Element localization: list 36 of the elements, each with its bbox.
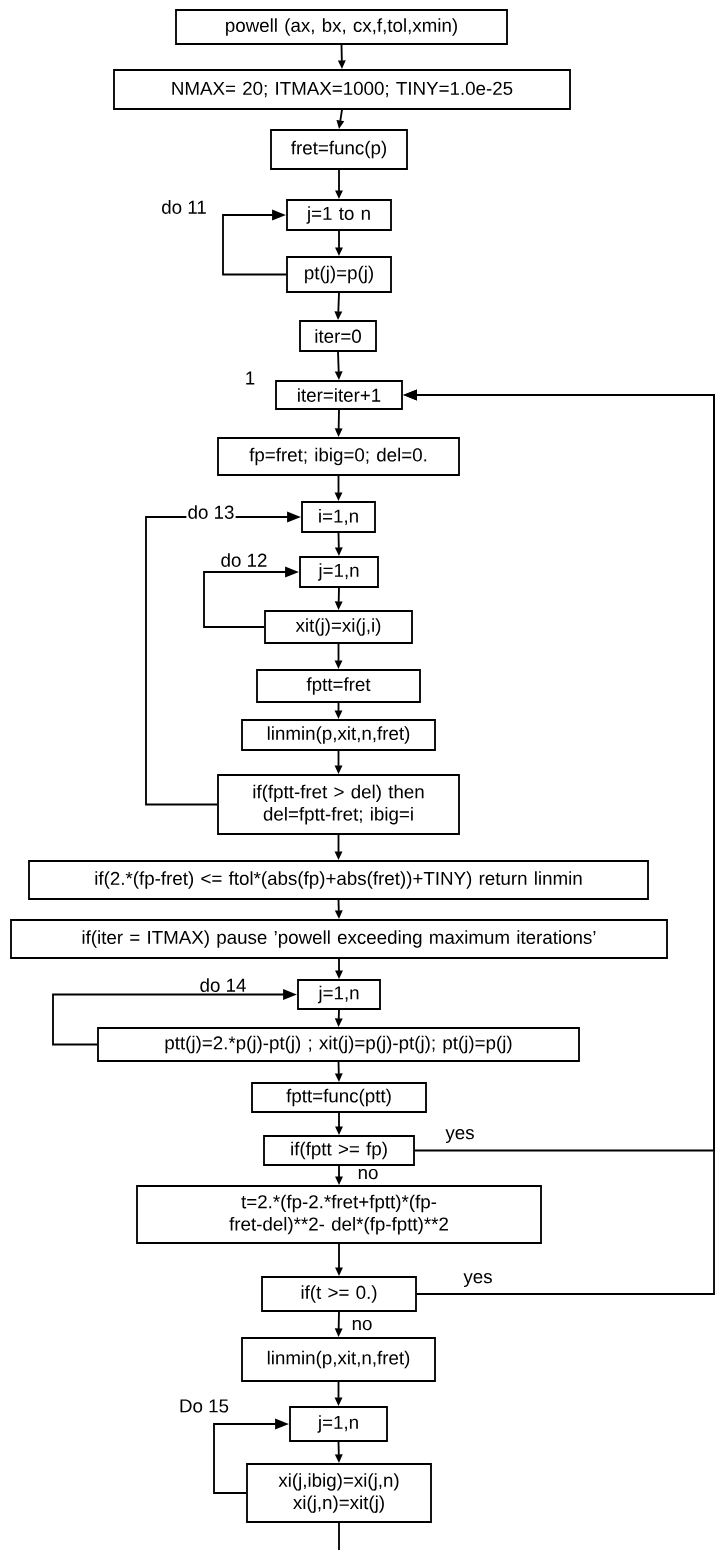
process-box: j=1,n <box>297 979 381 1010</box>
statement-label: 1 <box>246 371 255 385</box>
edge-label: no <box>356 1167 380 1181</box>
process-box: j=1 to n <box>286 199 392 231</box>
edge-label: yes <box>462 1271 494 1289</box>
process-box: t=2.*(fp-2.*fret+fptt)*(fp-fret-del)**2- del*(fp-fptt)**2 <box>136 1185 542 1244</box>
edge-label: yes <box>444 1127 476 1145</box>
process-box: fp=fret; ibig=0; del=0. <box>217 437 460 476</box>
process-box: j=1,n <box>299 556 379 588</box>
process-box: fptt=func(ptt) <box>251 1082 427 1113</box>
edge-label: Do 15 <box>177 1398 231 1414</box>
edge-label: do 13 <box>186 503 236 521</box>
process-box: if(2.*(fp-fret) <= ftol*(abs(fp)+abs(fret))+TINY) return linmin <box>28 860 649 900</box>
process-box: iter=0 <box>299 320 377 352</box>
process-box: i=1,n <box>301 501 376 533</box>
process-box: xit(j)=xi(j,i) <box>264 610 413 644</box>
process-box: fptt=fret <box>256 669 421 703</box>
process-box: xi(j,ibig)=xi(j,n) xi(j,n)=xit(j) <box>246 1463 432 1523</box>
process-box: j=1,n <box>289 1406 388 1442</box>
process-box: NMAX= 20; ITMAX=1000; TINY=1.0e-25 <box>113 69 571 110</box>
edge-label: no <box>350 1318 374 1332</box>
edge-label: do 12 <box>219 551 269 569</box>
process-box: if(t >= 0.) <box>261 1276 417 1312</box>
process-box: if(fptt >= fp) <box>263 1135 415 1166</box>
process-box: powell (ax, bx, cx,f,tol,xmin) <box>175 9 508 45</box>
process-box: if(iter = ITMAX) pause ’powell exceeding maximum iterations’ <box>10 919 668 959</box>
process-box: linmin(p,xit,n,fret) <box>241 1337 436 1382</box>
edge-label: do 14 <box>198 976 248 994</box>
process-box: if(fptt-fret > del) then del=fptt-fret; ibig=i <box>217 774 460 835</box>
process-box: iter=iter+1 <box>275 380 403 410</box>
edge-label: do 11 <box>160 198 208 216</box>
arrow <box>222 209 287 276</box>
process-box: ptt(j)=2.*p(j)-pt(j) ; xit(j)=p(j)-pt(j); pt(j)=p(j) <box>97 1027 580 1062</box>
process-box: pt(j)=p(j) <box>286 256 392 293</box>
process-box: fret=func(p) <box>270 129 408 170</box>
process-box: linmin(p,xit,n,fret) <box>241 719 436 751</box>
